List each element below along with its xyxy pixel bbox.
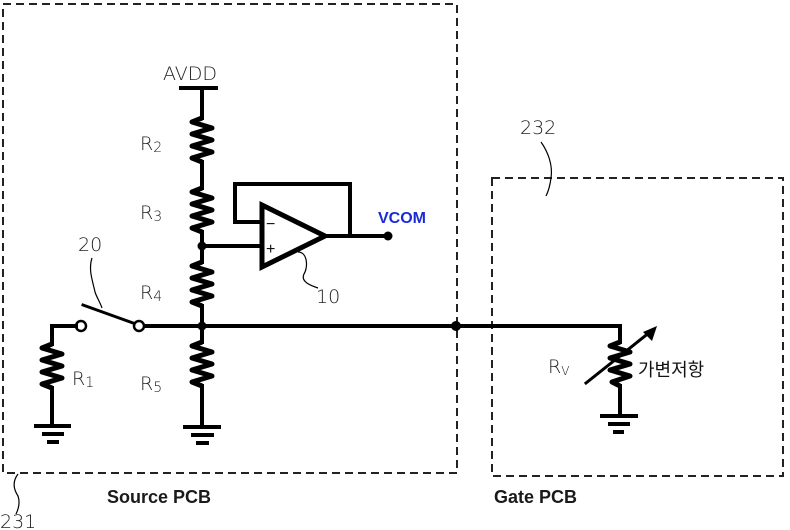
connector-dot [451,321,461,331]
resistor-r1 [42,344,62,388]
ground-icon [36,426,69,442]
source-pcb-leader-line [14,474,19,514]
r5-label: R5 [140,373,162,396]
opamp-ref-label: 10 [316,286,340,308]
switch-terminal [134,321,144,331]
source-pcb-label: Source PCB [107,487,211,507]
r3-label: R3 [140,202,162,225]
resistor-r2 [192,118,212,162]
wire [52,326,76,344]
opamp-minus-label: − [266,216,275,233]
r2-label: R2 [140,133,162,156]
resistor-r3 [192,188,212,232]
r4-label: R4 [140,282,162,305]
opamp-10: − + [262,205,325,267]
vcom-terminal [384,232,393,241]
source-pcb-ref-label: 231 [0,511,36,530]
avdd-label: AVDD [163,63,217,85]
gate-pcb-leader-line [541,142,551,196]
r1-label: R1 [72,368,94,391]
resistor-r5 [192,342,212,386]
switch-leader-line [90,258,102,308]
ground-icon [602,416,636,432]
gate-pcb-label: Gate PCB [494,487,577,507]
opamp-leader-line [298,252,318,288]
ground-icon [185,427,219,443]
switch-blade [83,305,133,323]
opamp-plus-label: + [266,241,275,258]
switch-ref-label: 20 [78,234,102,256]
rv-label: RV [548,356,569,378]
arrow-head-icon [643,326,657,341]
variable-resistor-description: 가변저항 [638,360,704,380]
gate-pcb-ref-label: 232 [520,117,556,139]
vcom-label: VCOM [378,210,426,227]
resistor-r4 [192,262,212,306]
